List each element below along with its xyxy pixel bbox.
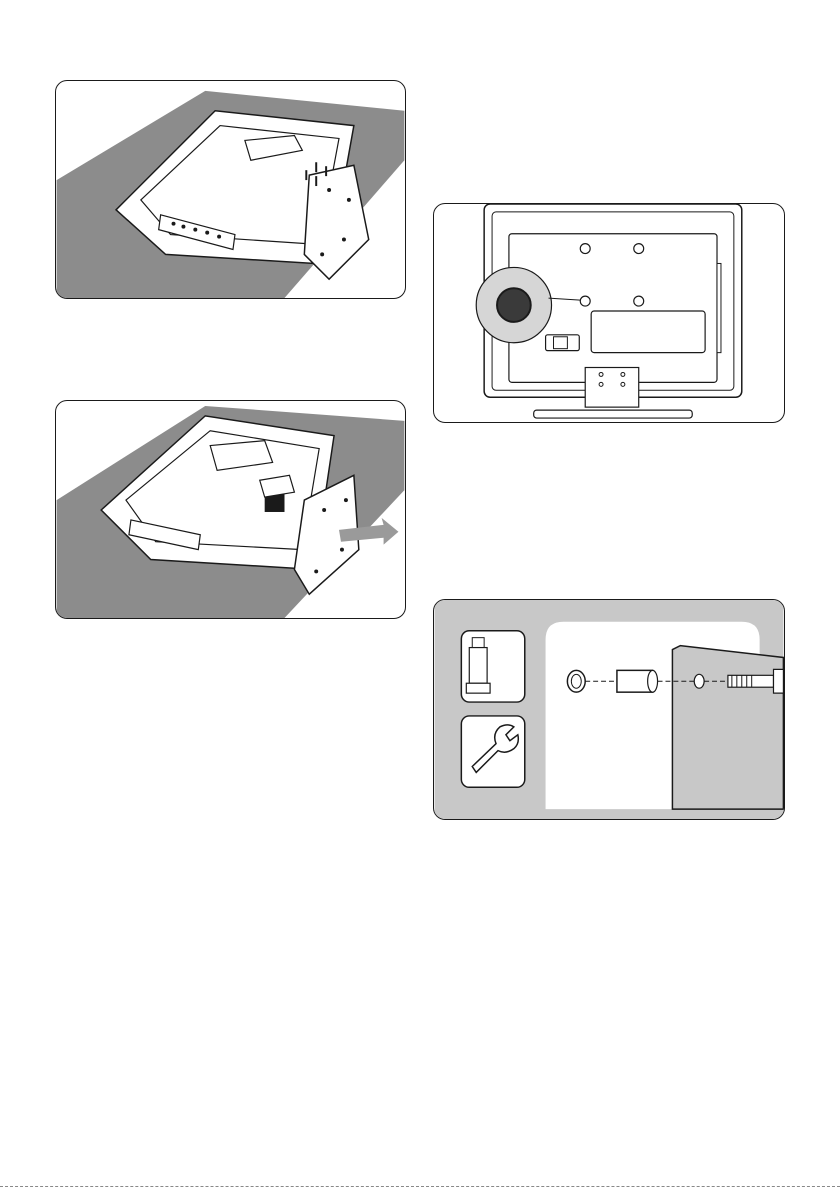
bolt-head-icon bbox=[773, 669, 783, 693]
plate-hole-icon bbox=[694, 674, 704, 688]
connector-port bbox=[193, 228, 197, 232]
wall-mount-spacer-bolt-illustration bbox=[434, 600, 784, 819]
spacer-thread-icon bbox=[472, 638, 484, 648]
stand-screw-hole bbox=[347, 198, 351, 202]
figure-detach-stand bbox=[55, 400, 406, 619]
stand-screw-hole bbox=[322, 508, 326, 512]
stand-base bbox=[534, 410, 693, 418]
mount-hole-magnified-icon bbox=[497, 288, 531, 322]
mount-plate bbox=[672, 646, 783, 810]
figure-spacer-bolt-assembly bbox=[433, 599, 785, 820]
connector-port bbox=[172, 222, 176, 226]
stand-neck bbox=[585, 368, 639, 408]
connector-port bbox=[205, 231, 209, 235]
stand-screw-hole bbox=[342, 238, 346, 242]
stand-screw-hole bbox=[344, 498, 348, 502]
wall-hole-inner bbox=[571, 674, 581, 688]
spacer-end bbox=[648, 670, 658, 692]
tv-back-wall-mount-holes-illustration bbox=[434, 204, 784, 422]
label-plate bbox=[591, 311, 705, 353]
connector-port bbox=[217, 235, 221, 239]
tv-stand-detach-illustration bbox=[56, 401, 405, 618]
figure-wall-mount-holes bbox=[433, 203, 785, 423]
stand-screw-hole bbox=[327, 188, 331, 192]
figure-remove-stand-screws bbox=[55, 80, 406, 299]
connector-port bbox=[181, 225, 185, 229]
spacer-nut-icon bbox=[466, 683, 490, 693]
stand-screw-hole bbox=[314, 569, 318, 573]
stand-screw-hole bbox=[340, 548, 344, 552]
side-connectors bbox=[717, 263, 721, 352]
tv-stand-screws-removal-illustration bbox=[56, 81, 405, 298]
bolt-icon bbox=[728, 675, 774, 687]
spacer-icon bbox=[469, 648, 487, 684]
stand-screw-hole bbox=[320, 252, 324, 256]
page-bottom-rule bbox=[0, 1186, 840, 1187]
